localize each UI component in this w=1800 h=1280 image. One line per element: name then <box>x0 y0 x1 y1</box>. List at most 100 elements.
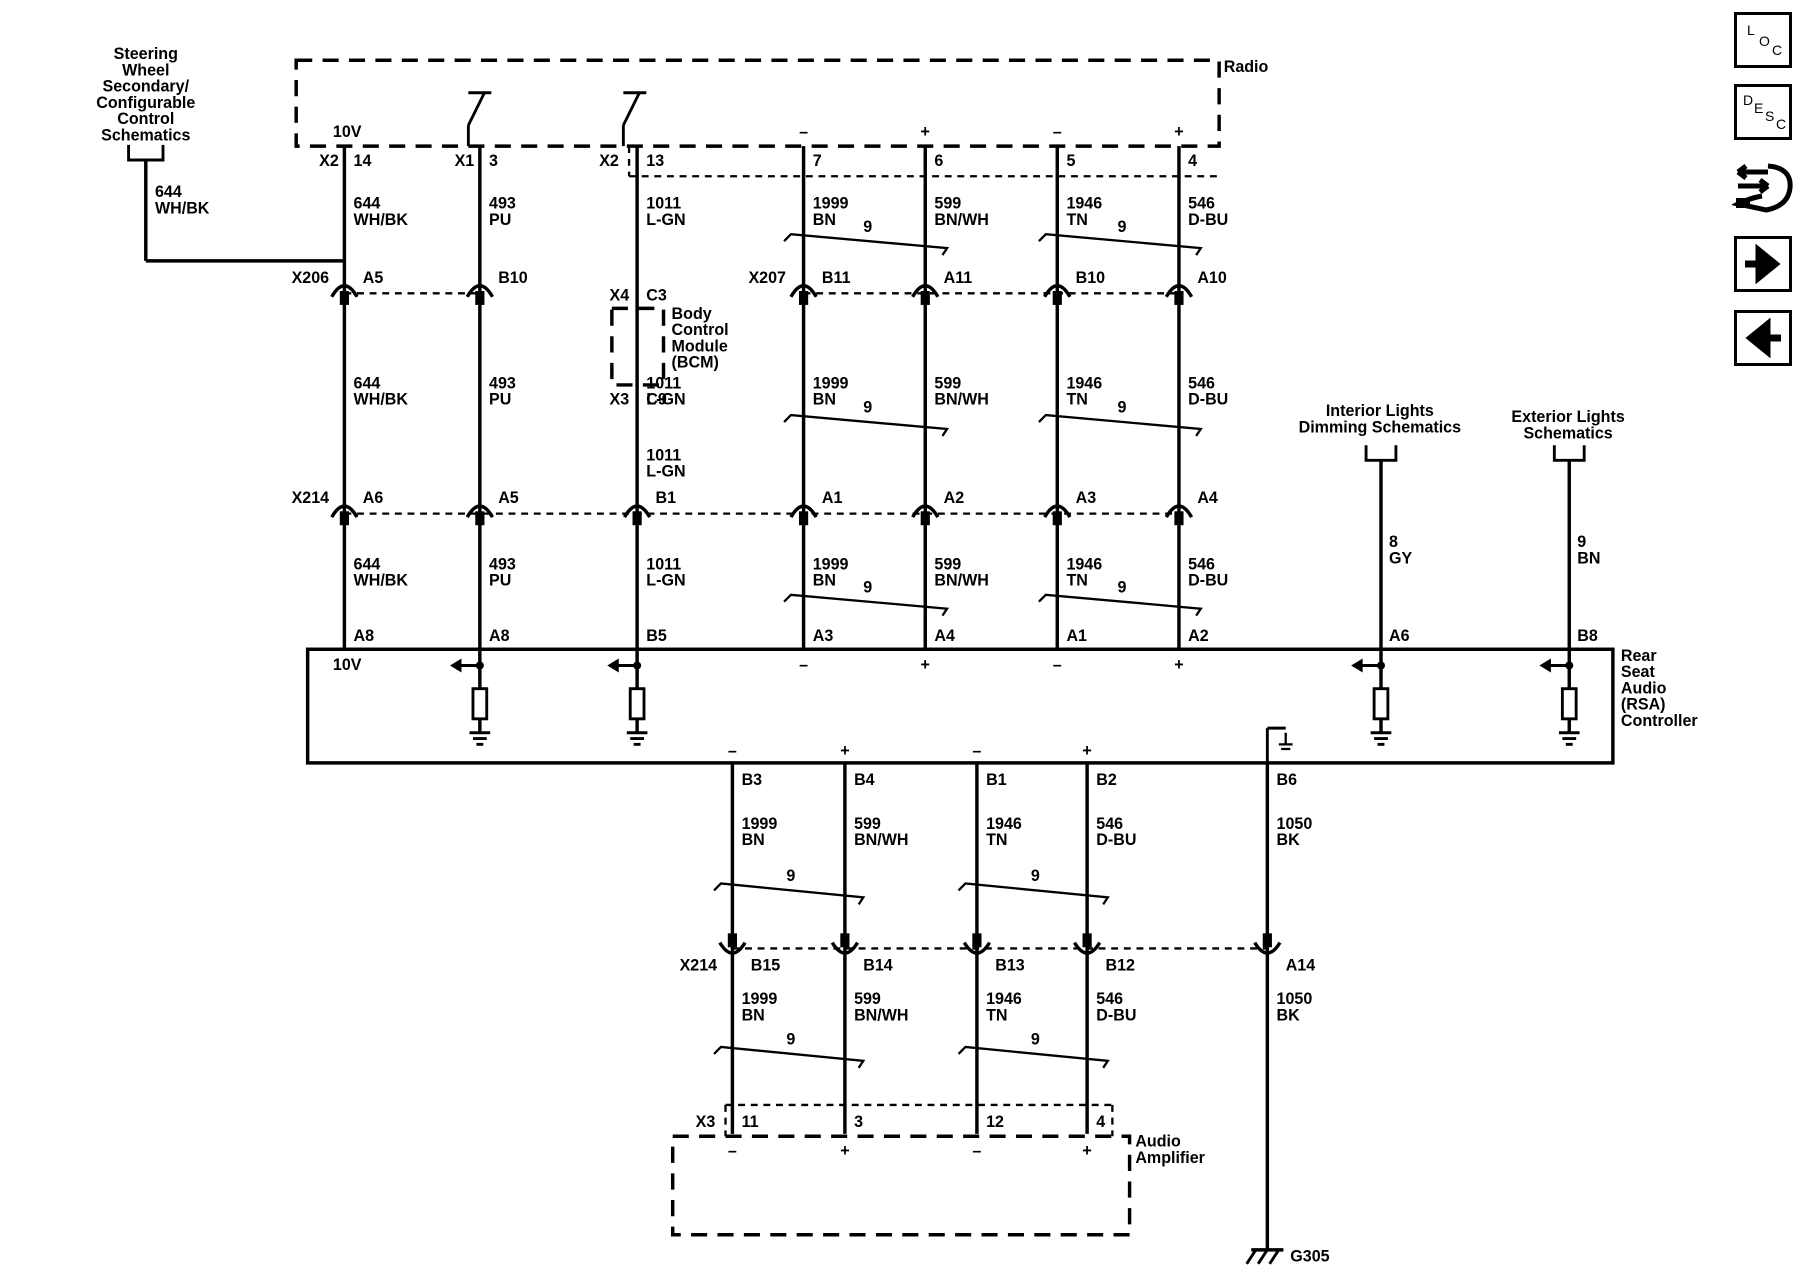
c1946-seg1-circuit: 1946 <box>1066 195 1102 213</box>
c599-pin-row1: A11 <box>944 269 973 287</box>
upper-pair0-a-twist-count: 9 <box>863 218 872 236</box>
rsa-label-line: (RSA) <box>1621 695 1666 713</box>
rsa-polarity-neg: – <box>799 656 808 674</box>
c1999-x214-jack-icon <box>789 504 818 519</box>
c1946-seg3-circuit: 1946 <box>1066 555 1102 573</box>
c1011-radio-pin: 13 <box>646 152 664 170</box>
lower-x214-3-pin-icon <box>1082 933 1092 948</box>
c1011-seg2b-circuit: 1011 <box>646 446 681 464</box>
lower-x214-1-pin-icon <box>840 933 850 948</box>
amp-polarity-neg: – <box>728 1142 737 1160</box>
lower-seg1-2-color: TN <box>986 831 1007 849</box>
c9-rsa-pin: B8 <box>1577 627 1598 645</box>
description-button[interactable]: D E S C <box>1734 84 1792 140</box>
lower-seg2-0-color: BN <box>742 1006 765 1024</box>
upper-pair1-b-twist-count: 9 <box>1118 399 1127 417</box>
amp-connector-x3: X3 <box>696 1113 716 1131</box>
c644-seg1-color: WH/BK <box>354 211 409 229</box>
location-button[interactable]: L O C <box>1734 12 1792 68</box>
c1946-radio-pin: 5 <box>1066 152 1075 170</box>
c546-x214-pin-icon <box>1174 511 1184 526</box>
c644-seg1-circuit: 644 <box>354 195 381 213</box>
c546-pin-row1: A10 <box>1197 269 1226 287</box>
bcm-connector-x3: X3 <box>610 391 630 409</box>
steering-wire-color: WH/BK <box>155 199 210 217</box>
lower-pair0-b-twisted-pair-icon <box>713 1045 866 1069</box>
lower-seg1-0-color: BN <box>742 831 765 849</box>
lower-seg1-1-circuit: 599 <box>854 815 881 833</box>
lower-seg2-1-circuit: 599 <box>854 990 881 1008</box>
c644-seg3-color: WH/BK <box>354 571 409 589</box>
lower-seg2-1-color: BN/WH <box>854 1006 908 1024</box>
lower-rsa-pin-2: B1 <box>986 771 1007 789</box>
lower-x214-pin-3: B12 <box>1105 956 1134 974</box>
radio-polarity-pos: + <box>921 123 930 141</box>
rsa-chassis-ground-icon <box>1278 732 1293 751</box>
c1011-bcm-pin-c9: C9 <box>646 391 667 409</box>
lower-seg2-0-circuit: 1999 <box>742 990 778 1008</box>
steering-ref-line: Schematics <box>101 126 190 144</box>
c493-rsa-pin: A8 <box>489 627 510 645</box>
c1999-seg3-color: BN <box>813 571 836 589</box>
c1011-seg3-circuit: 1011 <box>646 555 681 573</box>
c1946-seg3-color: TN <box>1066 571 1087 589</box>
c1946-seg2-color: TN <box>1066 391 1087 409</box>
c1011-bcm-pin-c3: C3 <box>646 286 667 304</box>
lower-seg2-2-color: TN <box>986 1006 1007 1024</box>
lower-seg1-2-circuit: 1946 <box>986 815 1022 833</box>
loc-letter-o: O <box>1759 33 1770 49</box>
radio-polarity-pos: + <box>1174 123 1183 141</box>
c1011-x214-pin-icon <box>632 511 642 526</box>
c644-rsa-pin: A8 <box>354 627 375 645</box>
c599-seg1-circuit: 599 <box>934 195 961 213</box>
connector-end-view-icon[interactable] <box>1730 160 1794 220</box>
lower-seg2-2-circuit: 1946 <box>986 990 1022 1008</box>
lower-amp-pin-3: 4 <box>1096 1113 1105 1131</box>
lower-x214-0-pin-icon <box>727 933 737 948</box>
c1011-seg1-color: L-GN <box>646 211 685 229</box>
previous-page-button[interactable] <box>1734 310 1792 366</box>
c1011-seg2b-color: L-GN <box>646 462 685 480</box>
rsa-lower-polarity-neg: – <box>972 742 981 760</box>
bcm-box <box>610 306 666 387</box>
upper-pair1-a-twisted-pair-icon <box>1038 233 1203 256</box>
lower-seg1-3-circuit: 546 <box>1096 815 1123 833</box>
c599-radio-pin: 6 <box>934 152 943 170</box>
desc-letter-s: S <box>1765 108 1774 124</box>
lower-x214-3-jack-icon <box>1073 941 1102 955</box>
c1999-seg2-circuit: 1999 <box>813 374 849 392</box>
upper-pair1-c-twisted-pair-icon <box>1038 593 1203 617</box>
rsa-controller-box <box>305 647 1615 765</box>
lower-seg2-4-circuit: 1050 <box>1277 990 1313 1008</box>
c493-seg2-color: PU <box>489 391 511 409</box>
c493-radio-pin: 3 <box>489 152 498 170</box>
steering-ref-line: Secondary/ <box>102 78 189 96</box>
c546-rsa-pin: A2 <box>1188 627 1209 645</box>
lower-pair1-b-twisted-pair-icon <box>957 1045 1110 1069</box>
desc-letter-c2: C <box>1776 116 1786 132</box>
lower-rsa-pin-0: B3 <box>742 771 763 789</box>
c1999-pin-row2: A1 <box>822 489 843 507</box>
bcm-label-line: (BCM) <box>672 353 719 371</box>
c1999-seg2-color: BN <box>813 391 836 409</box>
next-page-button[interactable] <box>1734 236 1792 292</box>
lower-pair0-a-twist-count: 9 <box>786 867 795 885</box>
lower-amp-pin-1: 3 <box>854 1113 863 1131</box>
lower-rsa-pin-1: B4 <box>854 771 875 789</box>
c1999-x206-jack-icon <box>789 284 818 298</box>
rsa-label-line: Controller <box>1621 712 1698 730</box>
c546-seg3-color: D-BU <box>1188 571 1228 589</box>
rsa-input-9-arrow-icon <box>1539 658 1551 673</box>
g305-ground-tick-2 <box>1268 1249 1281 1265</box>
c644-pin-row1: A5 <box>363 269 384 287</box>
c8-seg-circuit: 8 <box>1389 533 1398 551</box>
rsa-label-line: Seat <box>1621 663 1656 681</box>
x207-label: X207 <box>748 269 786 287</box>
c546-seg2-circuit: 546 <box>1188 374 1215 392</box>
c599-x206-jack-icon <box>911 284 940 298</box>
radio-box <box>294 58 1221 148</box>
lower-x214-1-jack-icon <box>830 941 859 955</box>
radio-polarity-neg: – <box>799 123 808 141</box>
c546-x206-jack-icon <box>1164 284 1194 298</box>
interior-ref-line: Dimming Schematics <box>1299 418 1461 436</box>
